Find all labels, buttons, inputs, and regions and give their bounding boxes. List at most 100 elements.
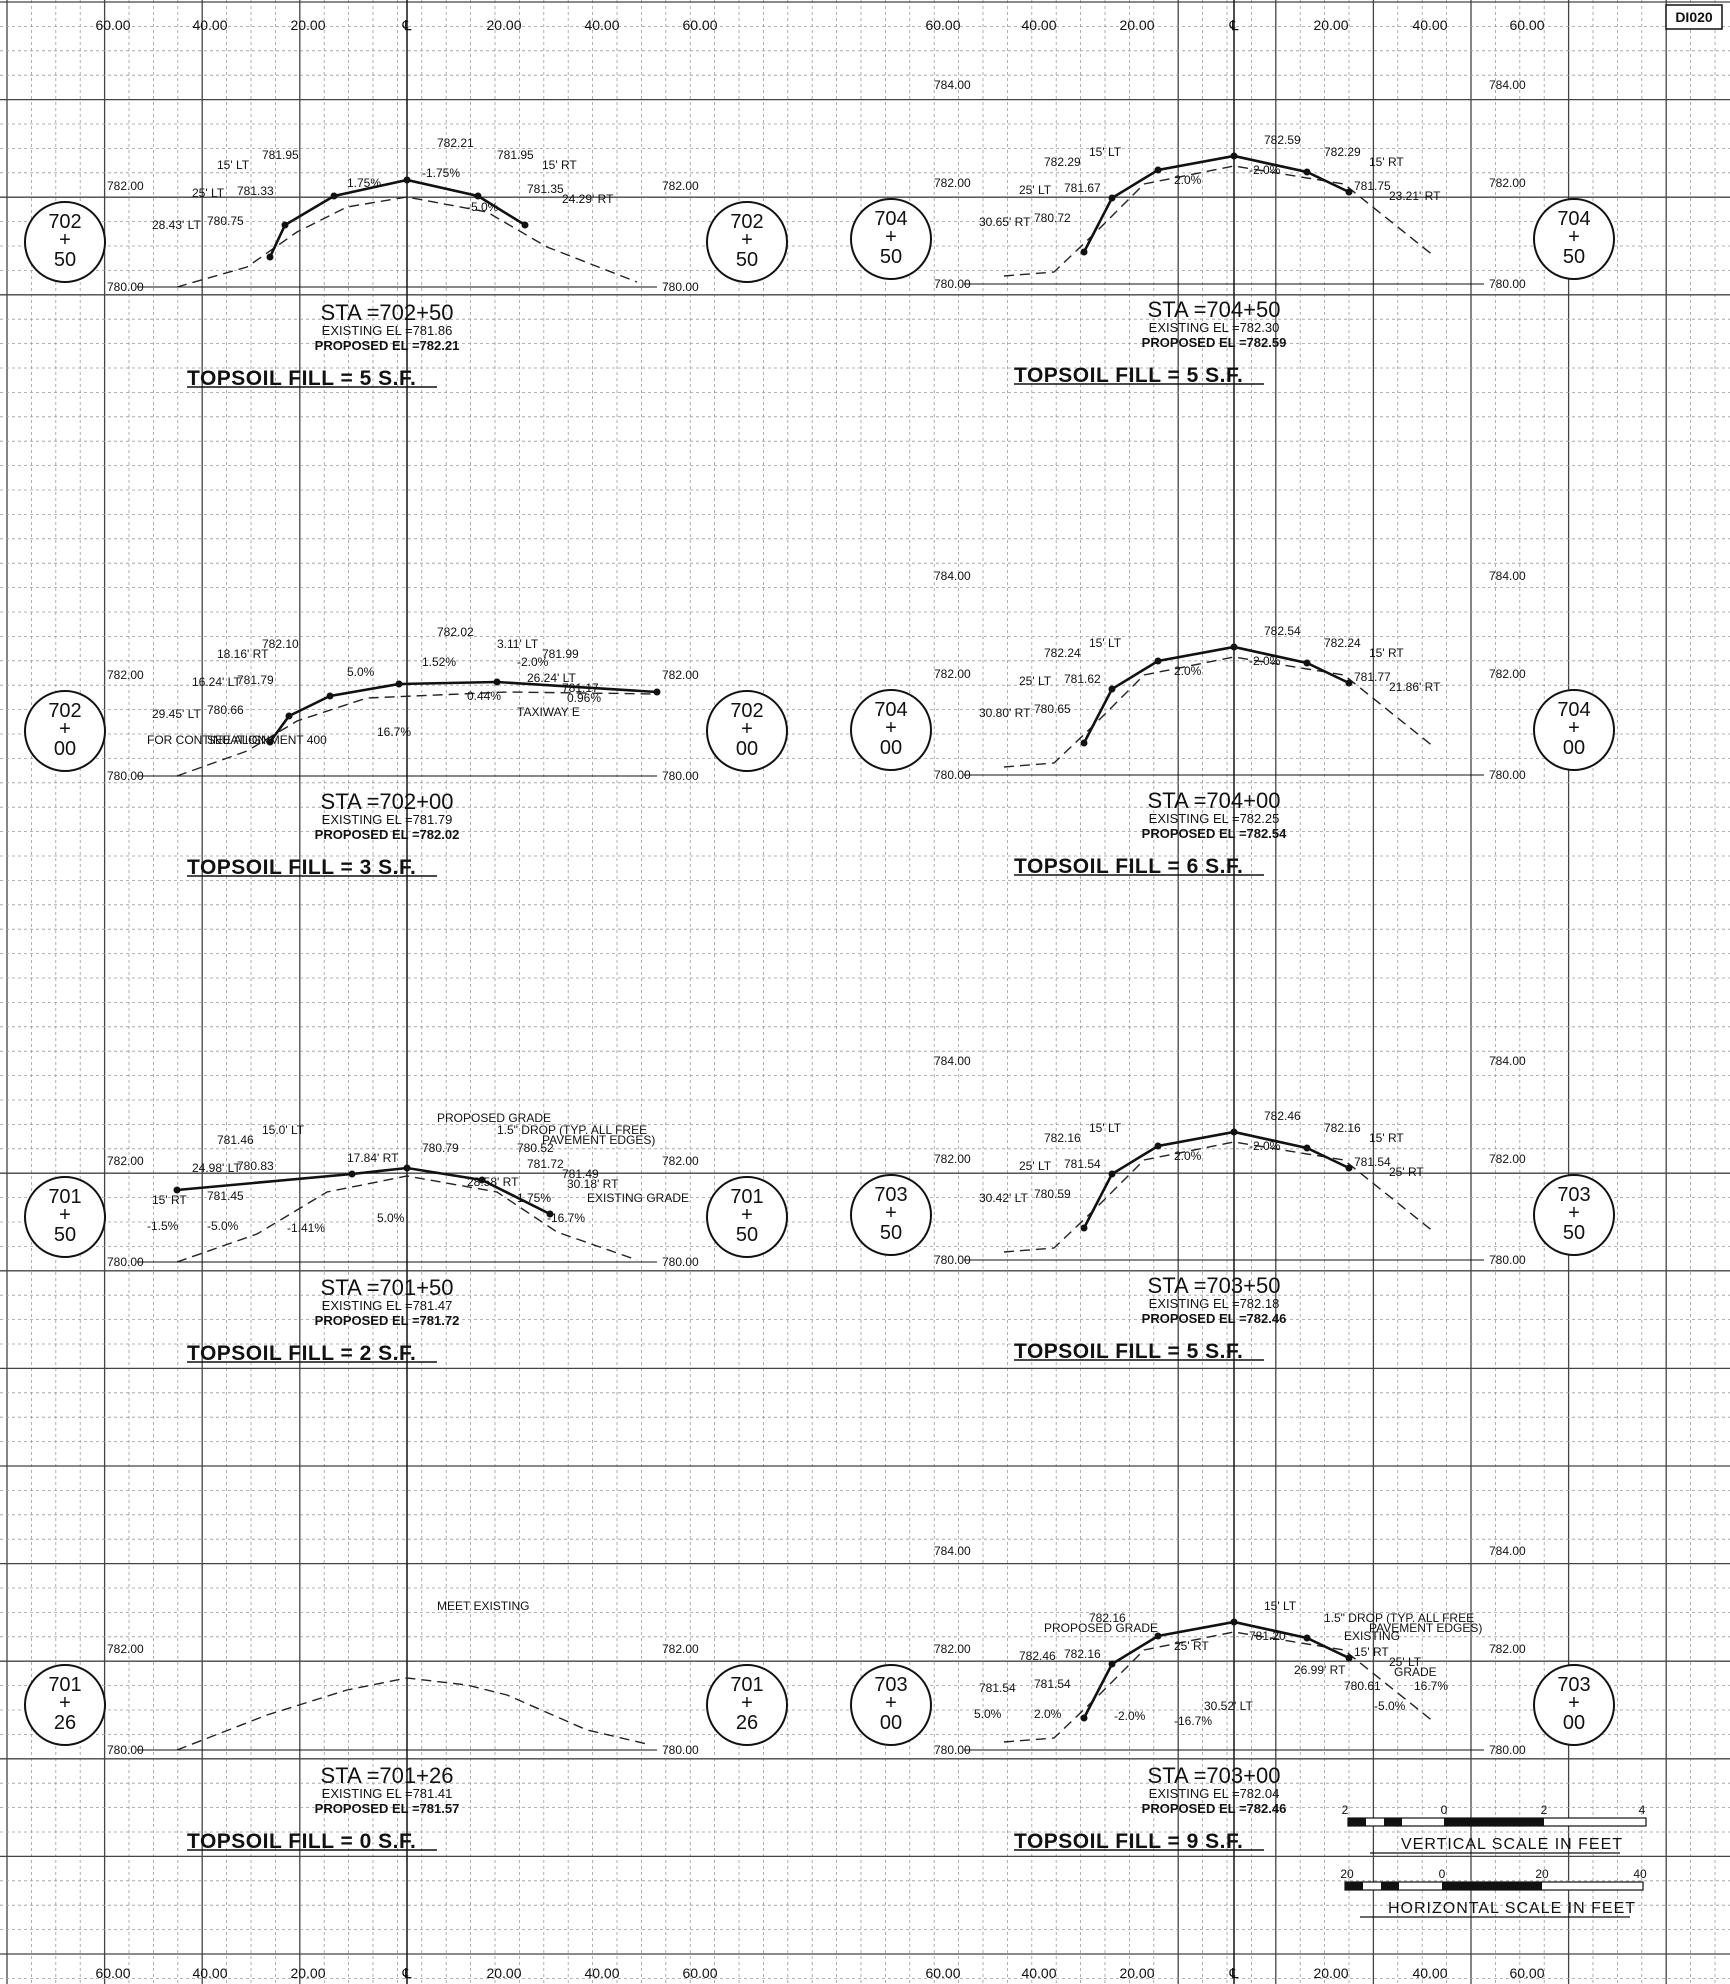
annotation-label: 16.24' LT — [192, 675, 241, 689]
elev-label-782: 782.00 — [107, 1642, 144, 1656]
existing-grade-line — [176, 196, 638, 288]
bubble-circle — [24, 1176, 106, 1258]
bubble-station-bottom: 00 — [880, 737, 902, 759]
annotation-label: 782.24 — [1044, 646, 1081, 660]
existing-grade-line — [176, 1677, 648, 1751]
bubble-plus: + — [1568, 1692, 1580, 1714]
grade-break-point — [1345, 188, 1353, 196]
annotation-label: 781.67 — [1064, 181, 1101, 195]
annotation-label: 30.80' RT — [979, 706, 1031, 720]
elev-label-780: 780.00 — [107, 769, 144, 783]
annotation-label: GRADE — [1394, 1665, 1437, 1679]
grade-break-point — [330, 192, 338, 200]
annotation-label: SEE ALIGNMENT 400 — [207, 733, 327, 747]
axis-tick-top-left: 60.00 — [682, 17, 717, 33]
annotation-label: 15' RT — [542, 158, 577, 172]
topsoil-fill-label: TOPSOIL FILL = 2 S.F. — [187, 1342, 416, 1365]
grade-break-point — [1108, 1170, 1116, 1178]
grade-break-point — [1154, 1632, 1162, 1640]
bubble-circle — [706, 690, 788, 772]
annotation-label: 781.33 — [237, 184, 274, 198]
annotation-label: FOR CONTINUATION — [147, 733, 266, 747]
annotation-label: 30.65' RT — [979, 215, 1031, 229]
grade-break-point — [1230, 1128, 1238, 1136]
bubble-station-bottom: 50 — [54, 1224, 76, 1246]
sheet-id: DI020 — [1675, 9, 1713, 25]
bubble-circle — [706, 1176, 788, 1258]
existing-grade-line — [1003, 656, 1435, 768]
elev-label-780: 780.00 — [107, 280, 144, 294]
bubble-plus: + — [741, 1204, 753, 1226]
annotation-label: -2.0% — [1114, 1709, 1146, 1723]
annotation-label: 782.16 — [1044, 1131, 1081, 1145]
annotation-label: 15.0' LT — [262, 1123, 305, 1137]
annotation-label: 781.54 — [1354, 1155, 1391, 1169]
bubble-plus: + — [885, 226, 897, 248]
elev-label-782: 782.00 — [662, 1642, 699, 1656]
topsoil-fill-label: TOPSOIL FILL = 0 S.F. — [187, 1830, 416, 1853]
station-label: STA =704+00 — [1148, 788, 1281, 813]
vscale-tick-0: 2 — [1342, 1803, 1349, 1817]
elev-label-784: 784.00 — [1489, 569, 1526, 583]
elev-label-782: 782.00 — [934, 667, 971, 681]
axis-tick-bottom-left: 60.00 — [95, 1965, 130, 1981]
grade-break-point — [348, 1170, 356, 1178]
annotation-label: 782.10 — [262, 637, 299, 651]
bubble-station-top: 703 — [874, 1184, 907, 1206]
annotation-label: -16.7% — [1174, 1714, 1212, 1728]
axis-tick-top-right: 40.00 — [1412, 17, 1447, 33]
bubble-station-top: 701 — [48, 1674, 81, 1696]
grade-break-point — [1230, 152, 1238, 160]
bubble-circle — [706, 1664, 788, 1746]
sheet-id-box: DI020 — [1665, 4, 1723, 30]
bubble-circle — [24, 690, 106, 772]
grade-break-point — [1230, 1618, 1238, 1626]
axis-tick-top-left: 60.00 — [95, 17, 130, 33]
bubble-station-bottom: 00 — [880, 1712, 902, 1734]
station-bubble-right: 702+00 — [706, 690, 788, 772]
proposed-elevation: PROPOSED EL =782.21 — [315, 338, 460, 353]
elev-label-782: 782.00 — [662, 1154, 699, 1168]
elev-label-784: 784.00 — [934, 1054, 971, 1068]
axis-tick-bottom-right: 20.00 — [1313, 1965, 1348, 1981]
elev-label-784: 784.00 — [934, 569, 971, 583]
annotation-label: 25' LT — [1389, 1655, 1422, 1669]
grade-break-point — [1080, 248, 1088, 256]
elev-label-780: 780.00 — [107, 1743, 144, 1757]
annotation-label: 21.86' RT — [1389, 680, 1441, 694]
bubble-station-bottom: 00 — [736, 738, 758, 760]
grade-break-point — [281, 221, 289, 229]
annotation-label: 28.58' RT — [467, 1175, 519, 1189]
annotation-label: 782.46 — [1264, 1109, 1301, 1123]
axis-tick-top-left: 40.00 — [584, 17, 619, 33]
axis-tick-bottom-right: 40.00 — [1021, 1965, 1056, 1981]
existing-elevation: EXISTING EL =782.04 — [1149, 1786, 1280, 1801]
annotation-label: 15' RT — [1369, 155, 1404, 169]
bubble-station-bottom: 00 — [1563, 1712, 1585, 1734]
annotation-label: 5.0% — [347, 665, 375, 679]
axis-tick-bottom-left: 20.00 — [290, 1965, 325, 1981]
grade-break-point — [653, 688, 661, 696]
annotation-label: 1.5" DROP (TYP. ALL FREE — [497, 1123, 647, 1137]
axis-tick-bottom-left: 40.00 — [192, 1965, 227, 1981]
elev-label-780: 780.00 — [662, 769, 699, 783]
annotation-label: 781.99 — [542, 647, 579, 661]
bubble-station-bottom: 50 — [880, 246, 902, 268]
axis-tick-top-right: 20.00 — [1313, 17, 1348, 33]
annotation-label: 780.52 — [517, 1141, 554, 1155]
bubble-station-top: 702 — [730, 700, 763, 722]
annotation-label: 780.66 — [207, 703, 244, 717]
bubble-station-top: 704 — [874, 208, 907, 230]
station-label: STA =701+50 — [321, 1275, 454, 1300]
axis-tick-top-right: ℄ — [1229, 17, 1239, 33]
proposed-grade-line — [1082, 1130, 1350, 1229]
grade-break-point — [403, 1164, 411, 1172]
grade-break-point — [1154, 166, 1162, 174]
grade-break-point — [1345, 1164, 1353, 1172]
grade-break-point — [403, 176, 411, 184]
bubble-plus: + — [741, 1692, 753, 1714]
